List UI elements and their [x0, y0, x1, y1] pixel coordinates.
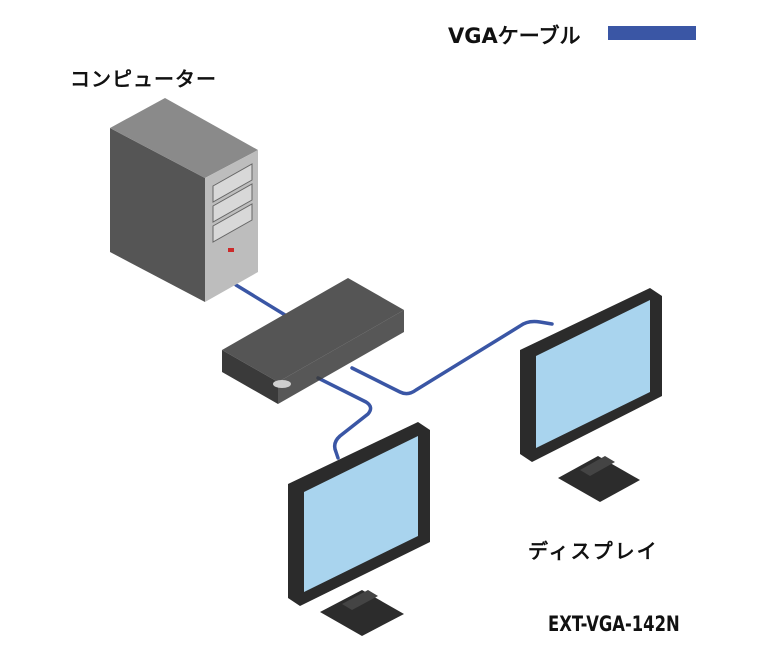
- cable-extender-to-display-left: [316, 376, 373, 460]
- vga-cables: [234, 283, 554, 460]
- legend-cable-swatch: [608, 26, 696, 40]
- display-right-icon: [520, 288, 662, 502]
- legend-label: VGAケーブル: [448, 24, 581, 48]
- computer-label: コンピューター: [70, 67, 217, 91]
- display-left-icon: [288, 422, 430, 636]
- display-label: ディスプレイ: [528, 539, 659, 563]
- cable-extender-to-display-right: [350, 319, 554, 396]
- extender-device-icon: [222, 278, 404, 404]
- model-label: EXT-VGA-142N: [548, 612, 680, 636]
- cable-computer-to-extender: [234, 283, 292, 320]
- computer-tower-icon: [110, 98, 258, 302]
